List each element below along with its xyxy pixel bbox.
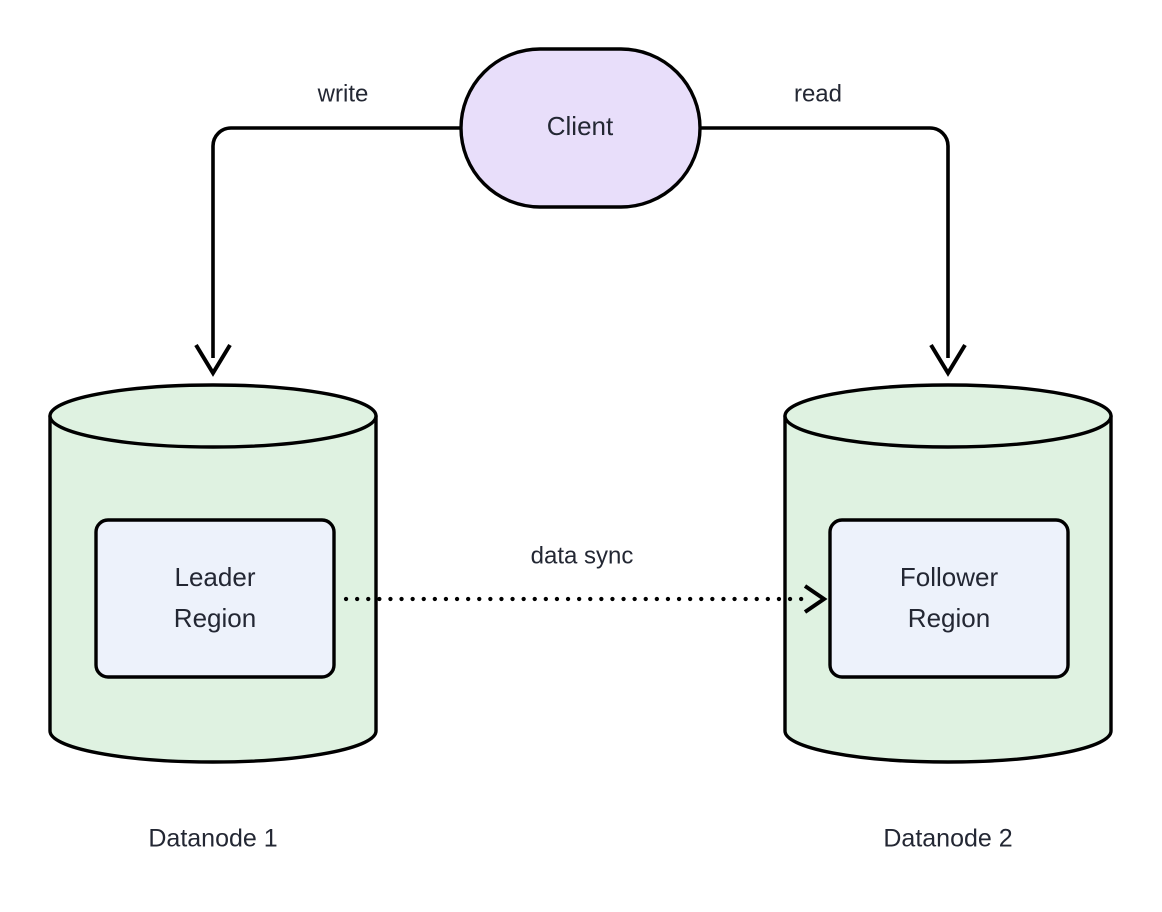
write-edge-label: write	[317, 80, 369, 107]
datanode-2-caption: Datanode 2	[883, 825, 1012, 853]
edge-data-sync	[343, 584, 828, 614]
write-arrowhead-icon	[194, 343, 232, 377]
client-label: Client	[547, 111, 614, 141]
edge-read	[700, 126, 967, 377]
datanode-1-caption: Datanode 1	[148, 825, 277, 853]
follower-region-label-line1: Follower	[900, 562, 999, 592]
leader-region-label-line2: Region	[174, 603, 256, 633]
leader-region-label-line1: Leader	[175, 562, 256, 592]
data-sync-edge-label: data sync	[531, 542, 634, 569]
edge-write	[194, 126, 460, 377]
write-edge-path	[211, 126, 460, 358]
datanode-1-cylinder-top	[48, 383, 378, 449]
node-leader-region[interactable]: Leader Region	[94, 518, 336, 679]
client-shape	[459, 47, 702, 209]
read-edge-label: read	[794, 80, 842, 107]
follower-region-shape	[828, 518, 1070, 679]
read-edge-path	[700, 126, 950, 358]
read-arrowhead-icon	[929, 343, 967, 377]
follower-region-label-line2: Region	[908, 603, 990, 633]
datanode-2-cylinder-top	[783, 383, 1113, 449]
node-follower-region[interactable]: Follower Region	[828, 518, 1070, 679]
node-client[interactable]: Client	[459, 47, 702, 209]
leader-region-shape	[94, 518, 336, 679]
data-sync-arrowhead-icon	[803, 584, 828, 614]
